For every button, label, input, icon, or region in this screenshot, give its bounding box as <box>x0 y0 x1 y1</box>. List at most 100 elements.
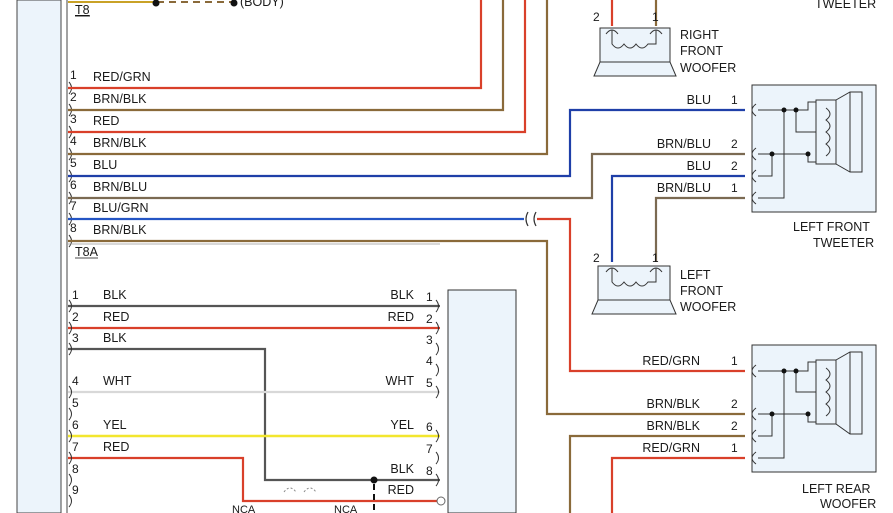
right-front-woofer: 2 1 RIGHT FRONT WOOFER <box>593 0 736 77</box>
lower-left-wire-label: YEL <box>103 418 127 432</box>
splice-dot <box>230 0 238 7</box>
inline-connector <box>533 211 537 227</box>
lower-left-wire-label: BLK <box>103 288 127 302</box>
lower-left-wire-label: BLK <box>103 331 127 345</box>
nca-bracket <box>303 487 317 493</box>
rear-woofer-wire-label: RED/GRN <box>642 354 700 368</box>
tweeter-wire-label: BRN/BLU <box>657 181 711 195</box>
nca-label-1: NCA <box>232 504 256 513</box>
rear-woofer-pin-number: 2 <box>731 397 738 411</box>
rear-woofer-wire-label: BRN/BLK <box>647 419 701 433</box>
lower-right-pin-number: 4 <box>426 354 433 368</box>
pin-bracket <box>68 321 72 335</box>
pin-bracket <box>435 473 439 487</box>
rfw-pin-1: 1 <box>652 10 659 24</box>
tweeter-pin-number: 1 <box>731 181 738 195</box>
wire-upper-5 <box>68 108 745 178</box>
rear-woofer-pin-number: 1 <box>731 441 738 455</box>
splice-dot <box>370 476 378 484</box>
amplifier-connector-block <box>447 289 517 513</box>
upper-wire-label: RED <box>93 114 119 128</box>
connector-t8a-label: T8A <box>75 245 99 259</box>
upper-wire-label: RED/GRN <box>93 70 151 84</box>
lower-left-pin-number: 5 <box>72 396 79 410</box>
upper-wire-label: BLU/GRN <box>93 201 149 215</box>
wire-upper-3 <box>68 0 527 134</box>
tweeter-pin-number: 1 <box>731 93 738 107</box>
left-rear-woofer: LEFT REAR WOOFER <box>751 344 877 511</box>
upper-pin-number: 4 <box>70 134 77 148</box>
tweeter-wire-label: BLU <box>687 93 711 107</box>
lower-left-pin-number: 3 <box>72 331 79 345</box>
tweeter-wire-label: BLU <box>687 159 711 173</box>
lower-right-wire-label: RED <box>388 310 414 324</box>
wire-lrw-redgrn-down <box>610 456 745 513</box>
pin-bracket <box>68 494 72 508</box>
pin-bracket <box>68 299 72 313</box>
upper-pin-number: 7 <box>70 199 77 213</box>
pin-bracket <box>68 407 72 421</box>
lower-right-pin-number: 2 <box>426 312 433 326</box>
lfw-pin-2: 2 <box>593 251 600 265</box>
tweeter-pin-number: 2 <box>731 137 738 151</box>
upper-wire-label: BRN/BLK <box>93 92 147 106</box>
wire-red-grn-to-rear-woofer <box>537 217 745 373</box>
lrw-name-2: WOOFER <box>820 497 876 511</box>
upper-pin-number: 6 <box>70 178 77 192</box>
wire-lft-blu-to-lfw <box>610 174 745 262</box>
wire-upper-6 <box>68 152 745 200</box>
lower-right-pin-number: 6 <box>426 420 433 434</box>
wire-upper-1 <box>68 0 483 90</box>
lower-left-wire-label: RED <box>103 440 129 454</box>
upper-pin-number: 3 <box>70 112 77 126</box>
upper-pin-number: 5 <box>70 156 77 170</box>
wire-upper-8 <box>68 239 745 416</box>
pin-bracket <box>68 342 72 356</box>
open-terminal <box>436 496 446 506</box>
top-right-tweeter-label: TWEETER <box>815 0 876 11</box>
pin-bracket <box>435 299 439 313</box>
lower-left-pin-number: 6 <box>72 418 79 432</box>
pin-bracket <box>435 342 439 356</box>
left-front-tweeter: LEFT FRONT TWEETER <box>751 84 877 250</box>
pin-bracket <box>435 451 439 465</box>
wire-lower-3 <box>68 347 440 482</box>
upper-wire-label: BRN/BLK <box>93 136 147 150</box>
rear-woofer-wire-label: RED/GRN <box>642 441 700 455</box>
lower-left-pin-number: 4 <box>72 374 79 388</box>
lft-name-1: LEFT FRONT <box>793 220 870 234</box>
rfw-name-2: FRONT <box>680 44 723 58</box>
lower-left-wire-label: WHT <box>103 374 132 388</box>
lfw-name-2: FRONT <box>680 284 723 298</box>
pin-bracket <box>68 385 72 399</box>
lower-left-pin-number: 8 <box>72 462 79 476</box>
upper-wire-label: BRN/BLU <box>93 180 147 194</box>
lower-right-wire-label: BLK <box>390 288 414 302</box>
rear-woofer-pin-number: 1 <box>731 354 738 368</box>
radio-unit-edge <box>16 0 62 513</box>
rfw-name-3: WOOFER <box>680 61 736 75</box>
rear-woofer-wire-label: BRN/BLK <box>647 397 701 411</box>
nca-label-2: NCA <box>334 504 358 513</box>
lft-name-2: TWEETER <box>813 236 874 250</box>
lower-right-wire-label: WHT <box>386 374 415 388</box>
pin-bracket <box>435 363 439 377</box>
lower-right-pin-number: 1 <box>426 290 433 304</box>
tweeter-pin-number: 2 <box>731 159 738 173</box>
lower-left-pin-number: 1 <box>72 288 79 302</box>
upper-wire-label: BRN/BLK <box>93 223 147 237</box>
pin-bracket <box>435 385 439 399</box>
upper-pin-number: 8 <box>70 221 77 235</box>
pin-bracket <box>435 321 439 335</box>
wire-upper-2 <box>68 0 505 112</box>
left-front-woofer: 2 1 LEFT FRONT WOOFER <box>591 251 736 315</box>
lower-left-pin-number: 9 <box>72 483 79 497</box>
nca-bracket <box>283 487 297 493</box>
lower-right-pin-number: 7 <box>426 442 433 456</box>
